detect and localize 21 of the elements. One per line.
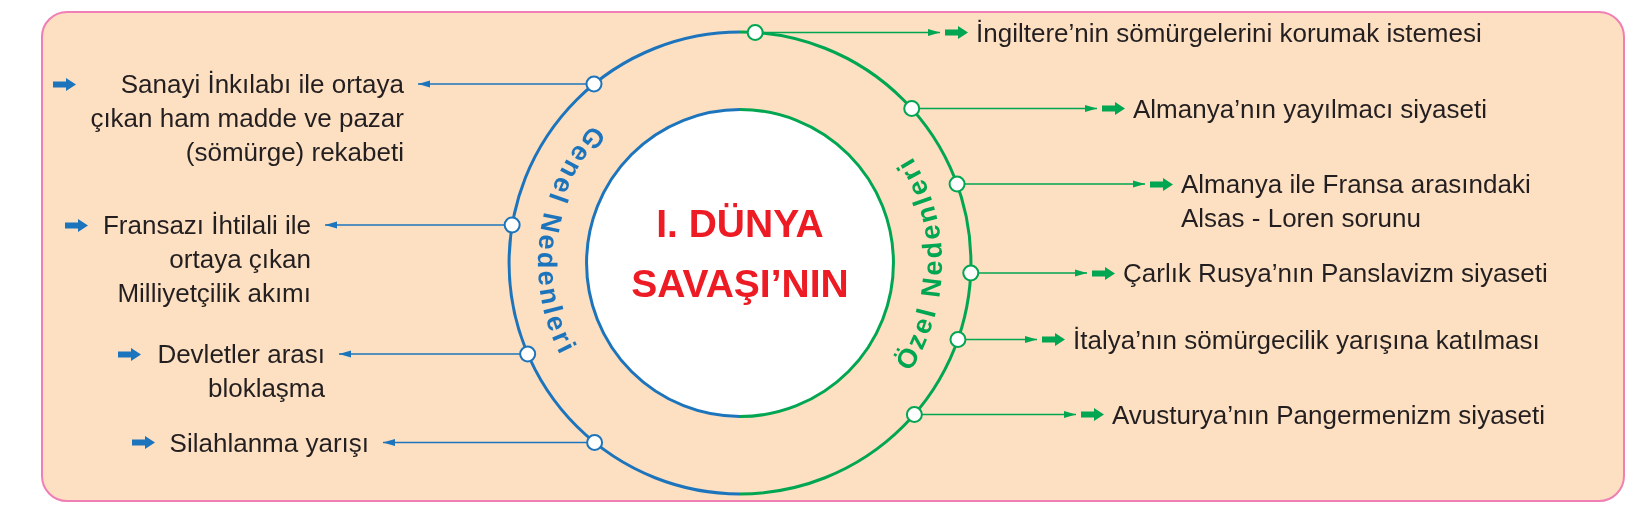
cause-text: Silahlanma yarışı xyxy=(168,426,369,460)
connector-arrow xyxy=(949,331,1038,348)
cause-text: Almanya’nın yayılmacı siyaseti xyxy=(1133,92,1488,126)
cause-text: İtalya’nın sömürgecilik yarışına katılması xyxy=(1073,323,1540,357)
cause-text: Devletler arası bloklaşma xyxy=(156,338,325,405)
connector-arrow xyxy=(962,264,1088,282)
connector-arrow xyxy=(948,175,1146,193)
center-title: I. DÜNYA SAVAŞI’NIN xyxy=(630,201,850,307)
cause-text: Fransazı İhtilali ile ortaya çıkan Milliyetçilik akımı xyxy=(101,209,311,310)
connector-arrow xyxy=(338,345,537,363)
cause-text: Çarlık Rusya’nın Panslavizm siyaseti xyxy=(1123,257,1548,290)
cause-text: Avusturya’nın Pangermenizm siyaseti xyxy=(1112,398,1546,432)
cause-text: Almanya ile Fransa arasındaki Alsas - Loren sorunu xyxy=(1181,168,1532,235)
cause-text: Sanayi İnkılabı ile ortaya çıkan ham madde ve pazar (sömürge) rekabeti xyxy=(89,68,404,169)
connector-arrow xyxy=(746,24,941,41)
cause-text: İngiltere’nin sömürgelerini korumak istemesi xyxy=(976,16,1482,50)
connector-arrow xyxy=(417,75,603,93)
connector-arrow xyxy=(905,406,1077,423)
connector-arrow xyxy=(382,434,604,451)
connector-arrow xyxy=(324,216,521,234)
connector-arrow xyxy=(903,100,1098,117)
